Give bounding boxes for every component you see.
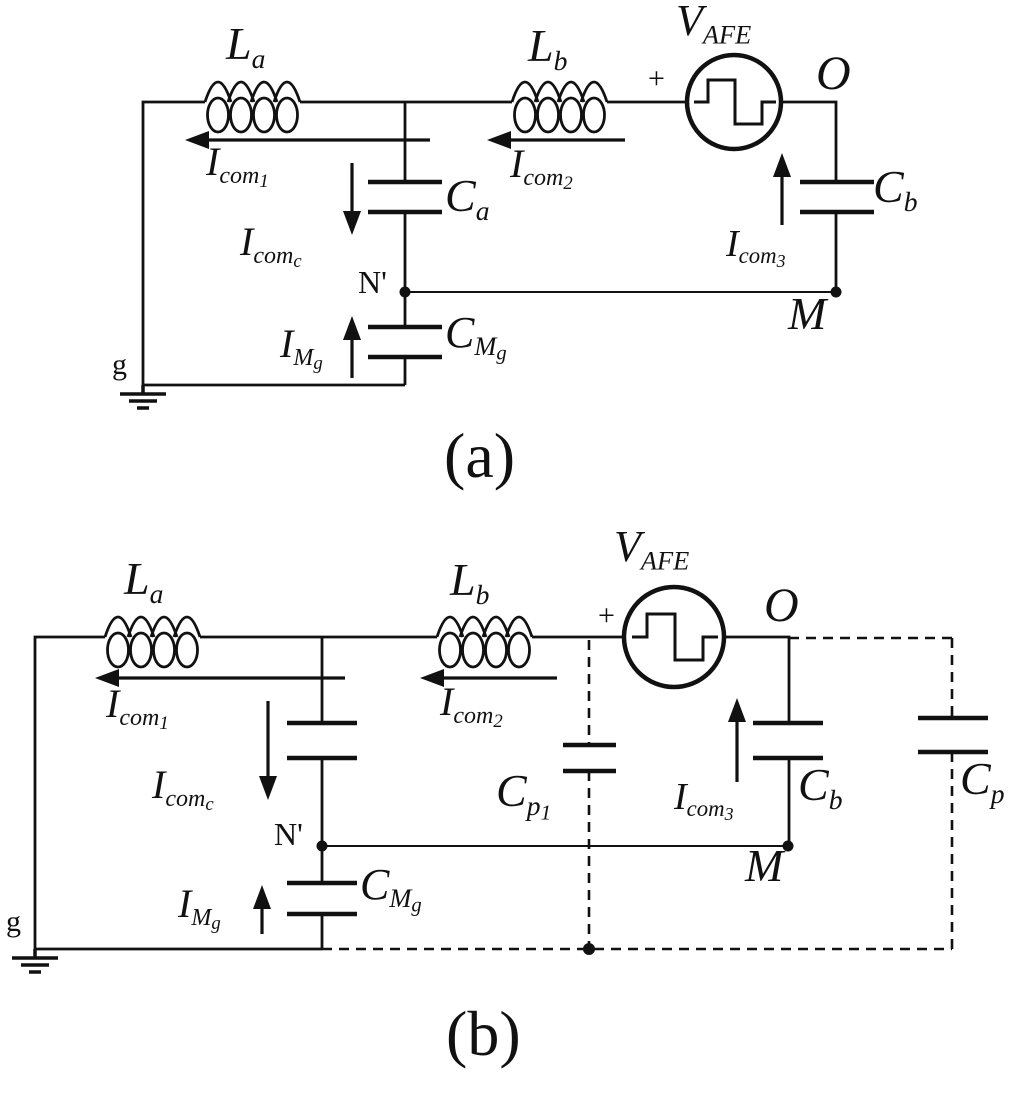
capacitor-CMg-a [368,324,442,360]
current-arrow-Icomc-a [343,163,361,235]
node-dots-a [399,286,842,298]
inductor-Lb-b [435,615,534,669]
current-arrow-Icom2-b [420,669,557,687]
current-arrow-IMg-a [343,316,361,378]
square-wave-icon [694,78,776,126]
capacitor-Cb-b [753,720,823,761]
ground-icon-a [120,385,166,410]
inductor-La-b [103,615,202,669]
circuit-b [12,584,988,974]
ground-icon-b [12,949,58,974]
node-N-a [399,286,411,298]
capacitor-Cp1-b [563,742,616,774]
voltage-source-VAFE-b [621,584,727,690]
current-arrow-Icomc-b [259,701,277,800]
current-arrow-Icom1-a [185,131,430,149]
current-arrow-Icom1-b [95,669,345,687]
capacitor-common-b [287,720,357,761]
capacitor-Ca-a [368,179,442,215]
current-arrow-Icom3-a [773,153,791,225]
node-N-b [316,840,328,852]
current-arrow-Icom2-a [487,131,625,149]
wires-b [33,635,791,951]
capacitor-Cp2-b [918,715,988,755]
capacitor-Cb-a [800,179,874,215]
node-dots-b [316,840,794,955]
voltage-source-VAFE-a [684,52,784,152]
circuit-a [120,52,874,410]
node-ground-junction-b [583,943,595,955]
dashed-wires-b [322,636,954,951]
inductor-Lb-a [510,80,609,134]
capacitor-CMg-b [287,880,357,917]
inductor-La-a [203,80,302,134]
wires-a [141,100,838,387]
node-M-b [782,840,794,852]
current-arrow-Icom3-b [728,698,746,782]
square-wave-icon [632,612,718,662]
current-arrow-IMg-b [253,885,271,934]
node-M-a [830,286,842,298]
